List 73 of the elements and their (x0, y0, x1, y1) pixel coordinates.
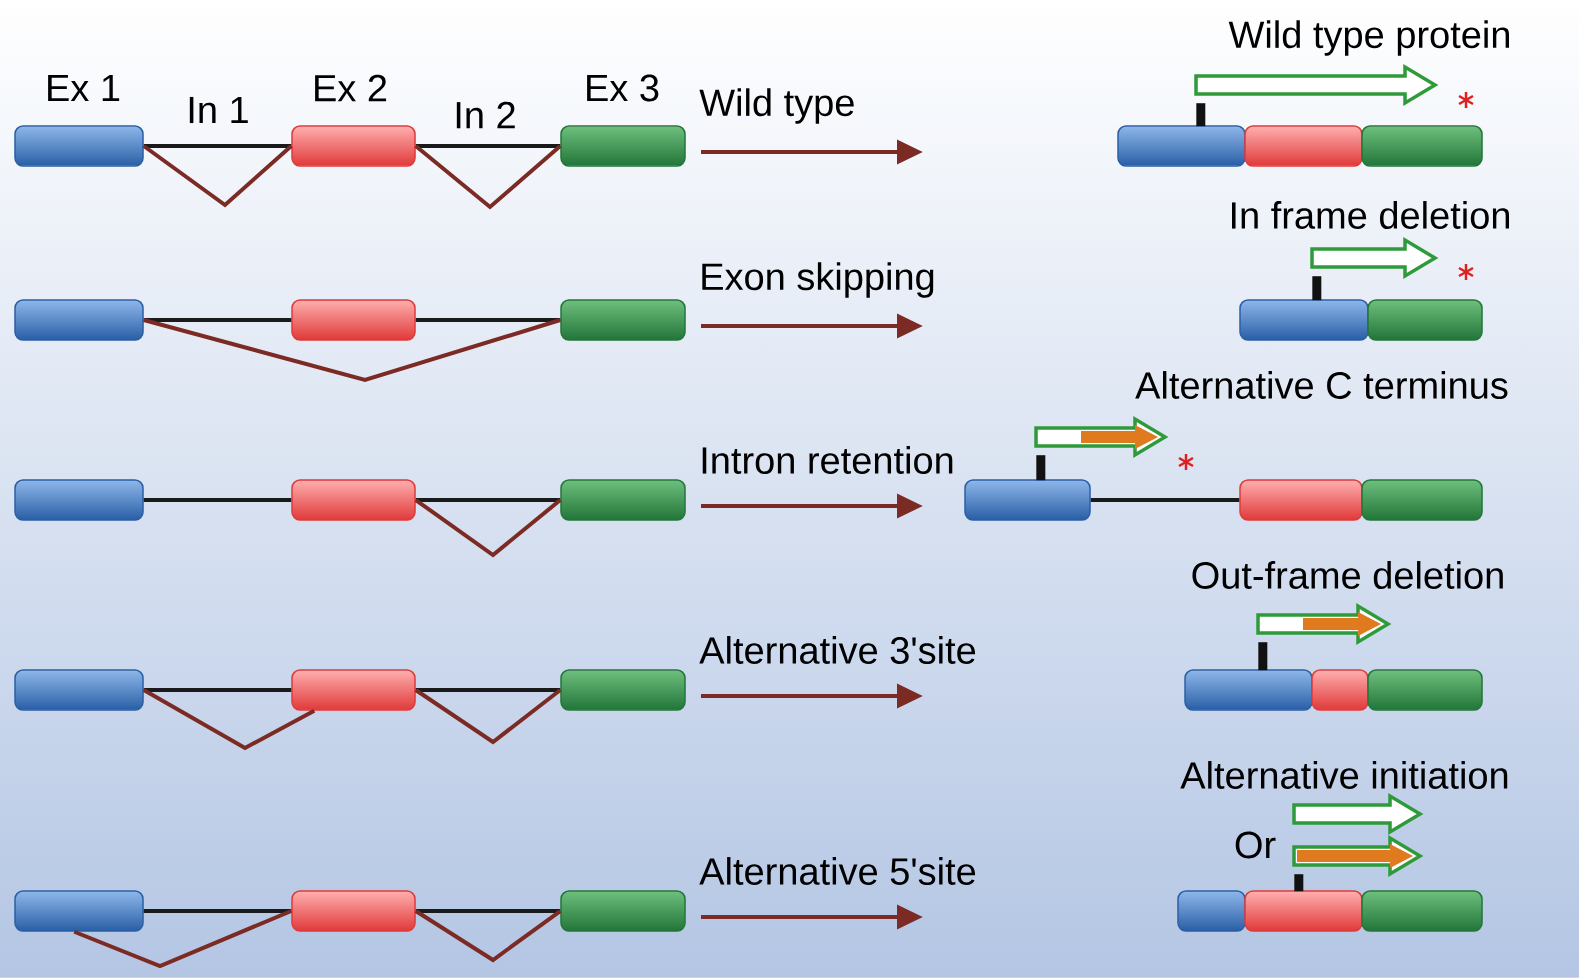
splice-line (414, 144, 562, 210)
edge-label: Wild type (699, 88, 854, 124)
exon-segment (291, 299, 416, 341)
splice-line (142, 144, 293, 208)
exon-segment (14, 669, 144, 711)
exon-segment (1177, 890, 1246, 932)
exon-segment (291, 125, 416, 167)
exon-segment (14, 125, 144, 167)
reading-frame-drawing (1292, 792, 1424, 836)
start-marker (1196, 103, 1206, 127)
exon-segment (560, 125, 686, 167)
exon-label: Ex 1 (48, 74, 120, 102)
intron-line (143, 318, 292, 322)
exon-segment (291, 890, 416, 932)
exon-segment (1244, 890, 1363, 932)
exon-segment (291, 479, 416, 521)
exon-label: Ex 2 (315, 74, 387, 102)
exon-segment (560, 299, 686, 341)
exon-label: Ex 3 (587, 74, 659, 102)
start-marker (1312, 276, 1322, 301)
exon-segment (560, 479, 686, 521)
intron-line (415, 909, 561, 913)
intron-line (1090, 498, 1240, 502)
exon-segment (1239, 479, 1363, 521)
exon-segment (14, 890, 144, 932)
intron-line (143, 144, 292, 148)
exon-segment (14, 479, 144, 521)
exon-segment (1361, 890, 1483, 932)
intron-line (143, 498, 292, 502)
outcome-label: Alternative initiation (1180, 761, 1508, 789)
exon-segment (964, 479, 1091, 521)
outcome-label: In frame deletion (1232, 201, 1509, 229)
intron-line (143, 909, 292, 913)
intron-line (415, 144, 561, 148)
splice-line (73, 909, 293, 969)
reading-frame-drawing (1256, 602, 1392, 646)
exon-segment (291, 669, 416, 711)
intron-line (143, 688, 292, 692)
exon-segment (1117, 125, 1246, 167)
edge-label: Alternative 5'site (699, 857, 976, 885)
exon-segment (14, 299, 144, 341)
reading-frame-drawing (1194, 63, 1439, 107)
intron-label: In 2 (456, 101, 515, 129)
intron-label: In 1 (189, 96, 248, 124)
exon-segment (1311, 669, 1369, 711)
intron-line (415, 688, 561, 692)
exon-segment (1244, 125, 1363, 167)
start-marker (1258, 642, 1268, 671)
splice-line (414, 909, 562, 963)
start-marker (1294, 874, 1304, 892)
splice-line (143, 318, 561, 383)
edge-label: Exon skipping (702, 262, 934, 298)
intron-line (415, 318, 561, 322)
outcome-label: Wild type protein (1228, 20, 1509, 56)
exon-segment (1239, 299, 1369, 341)
splice-line (414, 688, 562, 745)
splice-line (414, 498, 562, 558)
reading-frame-drawing (1292, 834, 1424, 878)
outcome-label: Alternative C terminus (1135, 371, 1508, 399)
splice-line (142, 688, 316, 751)
start-marker (1036, 455, 1046, 481)
edge-label: Intron retention (702, 446, 953, 474)
reading-frame-drawing (1310, 236, 1439, 280)
exon-segment (1361, 125, 1483, 167)
exon-segment (1367, 299, 1483, 341)
outcome-label: Out-frame deletion (1192, 561, 1503, 589)
reading-frame-drawing (1034, 415, 1169, 459)
exon-segment (1361, 479, 1483, 521)
exon-segment (560, 669, 686, 711)
edge-label: Alternative 3'site (699, 636, 976, 664)
note-label: Or (1235, 831, 1276, 859)
intron-line (415, 498, 561, 502)
exon-segment (560, 890, 686, 932)
